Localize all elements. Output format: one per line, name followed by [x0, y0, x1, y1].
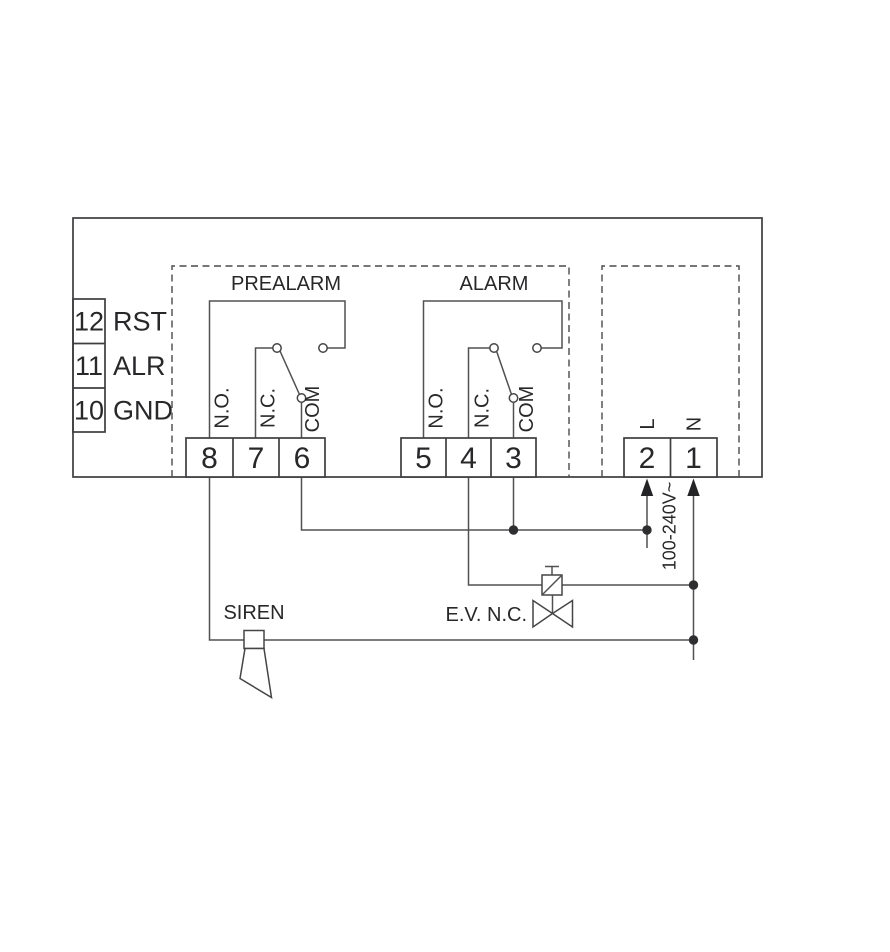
junction-dot: [688, 580, 699, 590]
terminal-number-6: 6: [294, 442, 311, 475]
siren-horn: [239, 647, 273, 699]
prealarm-no-contact-circle: [318, 343, 328, 353]
power-terminal-block: 2 1: [623, 437, 718, 478]
valve-branch-wire: [467, 477, 694, 586]
terminal-number-11: 11: [75, 351, 103, 381]
siren-branch-wire: [208, 477, 694, 641]
power-section-outline: [601, 265, 740, 477]
terminal-number-7: 7: [248, 442, 265, 475]
alarm-nc-label: N.C.: [472, 388, 494, 428]
valve-right-triangle: [551, 599, 574, 629]
terminal-label-alr: ALR: [113, 351, 166, 381]
terminal-number-10: 10: [74, 396, 104, 426]
terminal-number-2: 2: [639, 442, 656, 475]
prealarm-nc-wire: [254, 347, 273, 438]
junction-dot: [642, 525, 652, 535]
siren-symbol-icon: [239, 629, 273, 699]
terminal-number-5: 5: [415, 442, 432, 475]
siren-body: [243, 629, 265, 650]
terminal-label-gnd: GND: [113, 396, 173, 426]
power-line-label: L: [637, 418, 659, 429]
junction-dot: [688, 635, 699, 645]
prealarm-nc-label: N.C.: [258, 388, 280, 428]
power-neutral-label: N: [684, 417, 706, 431]
terminal-block-outline: [400, 437, 537, 478]
prealarm-terminal-block: 8 7 6: [185, 437, 326, 478]
prealarm-com-contact-circle: [296, 393, 307, 403]
alarm-title: ALARM: [460, 273, 529, 295]
prealarm-no-wire: [208, 300, 346, 438]
valve-left-triangle: [532, 599, 554, 629]
com-bus-wire: [300, 477, 647, 531]
solenoid-diagonal: [541, 574, 563, 596]
terminal-block-outline: [185, 437, 326, 478]
terminal-number-12: 12: [74, 307, 104, 337]
prealarm-title: PREALARM: [231, 273, 341, 295]
alarm-relay-symbol: N.O. N.C. COM: [422, 300, 563, 438]
prealarm-no-label: N.O.: [212, 387, 234, 428]
prealarm-nc-contact-circle: [272, 343, 282, 353]
junction-dot: [508, 525, 519, 535]
supply-voltage-label: 100-240V~: [660, 482, 680, 571]
siren-label: SIREN: [223, 602, 284, 624]
alarm-no-contact-circle: [532, 343, 542, 353]
supply-arrow-n-icon: [687, 478, 700, 496]
terminal-number-3: 3: [505, 442, 522, 475]
alarm-com-contact-circle: [508, 393, 519, 403]
signal-terminal-block: [72, 298, 106, 433]
terminal-number-1: 1: [685, 442, 702, 475]
signal-terminal-strip: 12 11 10 RST ALR GND: [72, 298, 173, 433]
prealarm-armature: [279, 350, 301, 395]
alarm-no-wire: [422, 300, 563, 438]
terminal-number-8: 8: [201, 442, 218, 475]
alarm-terminal-block: 5 4 3: [400, 437, 537, 478]
prealarm-com-label: COM: [302, 386, 324, 433]
external-wiring: [208, 477, 700, 660]
relay-section-outline: [171, 265, 570, 477]
alarm-nc-wire: [467, 347, 490, 438]
valve-label: E.V. N.C.: [445, 604, 527, 626]
alarm-no-label: N.O.: [426, 387, 448, 428]
alarm-nc-contact-circle: [489, 343, 499, 353]
alarm-armature: [495, 350, 513, 395]
prealarm-relay-symbol: N.O. N.C. COM: [208, 300, 346, 438]
alarm-com-label: COM: [516, 386, 538, 433]
terminal-number-4: 4: [460, 442, 477, 475]
terminal-label-rst: RST: [113, 307, 167, 337]
supply-arrow-l-icon: [640, 478, 654, 496]
valve-symbol-icon: [532, 565, 574, 629]
